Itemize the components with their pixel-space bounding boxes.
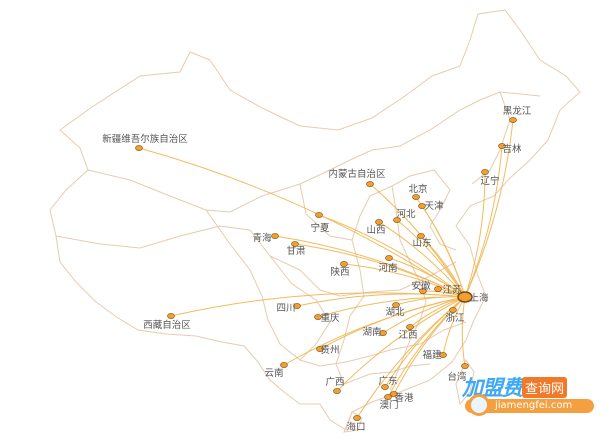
city-marker[interactable] [461, 363, 469, 369]
city-marker[interactable] [417, 233, 425, 239]
city-marker[interactable] [419, 288, 427, 294]
city-label: 湖北 [385, 307, 405, 318]
city-marker[interactable] [381, 384, 389, 390]
city-marker[interactable] [293, 303, 301, 309]
city-label: 辽宁 [480, 175, 499, 187]
city-label: 贵州 [320, 344, 339, 356]
city-label: 北京 [408, 183, 427, 195]
route-line [464, 145, 503, 298]
city-marker[interactable] [333, 388, 341, 394]
city-label: 广西 [325, 376, 344, 388]
city-marker[interactable] [449, 307, 457, 313]
city-label: 陕西 [330, 266, 349, 278]
city-label: 新疆维吾尔族自治区 [102, 133, 188, 145]
city-marker[interactable] [314, 314, 322, 320]
city-marker[interactable] [390, 391, 398, 397]
route-line [294, 243, 466, 298]
city-label: 广东 [378, 375, 397, 387]
city-marker[interactable] [291, 241, 299, 247]
route-line [296, 293, 466, 307]
route-line [283, 296, 466, 366]
route-line [388, 257, 466, 298]
city-marker[interactable] [384, 394, 392, 400]
city-label: 天津 [424, 201, 444, 212]
watermark-url: jiamengfei.com [465, 399, 594, 413]
city-label: 山东 [412, 237, 431, 249]
city-label: 四川 [276, 303, 295, 314]
city-label: 黑龙江 [503, 105, 532, 117]
city-marker[interactable] [167, 313, 175, 319]
city-label: 江苏 [442, 284, 462, 296]
city-label: 香港 [394, 392, 414, 404]
city-marker[interactable] [375, 219, 383, 225]
city-label: 内蒙古自治区 [328, 168, 386, 180]
city-label: 山西 [366, 225, 385, 236]
city-marker[interactable] [406, 324, 414, 330]
route-line [461, 296, 466, 367]
city-label: 安徽 [411, 280, 431, 292]
city-marker[interactable] [434, 286, 442, 292]
city-marker[interactable] [509, 117, 517, 123]
city-label: 河北 [396, 208, 416, 220]
route-line [464, 119, 514, 298]
watermark-tag: 查询网 [522, 377, 568, 398]
city-marker[interactable] [457, 291, 473, 303]
city-marker[interactable] [498, 143, 506, 149]
magnifier-icon [468, 394, 490, 416]
route-line [343, 263, 466, 298]
route-line [387, 296, 466, 398]
city-label: 福建 [422, 349, 442, 361]
city-marker[interactable] [439, 352, 447, 358]
city-marker[interactable] [385, 255, 393, 261]
city-marker[interactable] [393, 217, 401, 223]
city-marker[interactable] [280, 362, 288, 368]
city-marker[interactable] [353, 415, 361, 421]
route-line [336, 296, 466, 392]
route-line [382, 296, 466, 334]
city-label: 台湾 [447, 371, 467, 383]
route-line [317, 296, 466, 318]
city-marker[interactable] [412, 194, 420, 200]
city-marker[interactable] [135, 145, 143, 151]
city-marker[interactable] [271, 233, 279, 239]
route-line [464, 171, 486, 298]
city-marker[interactable] [481, 169, 489, 175]
route-line [420, 235, 466, 298]
city-label: 浙江 [445, 312, 465, 324]
city-marker[interactable] [315, 212, 323, 218]
country-outline [49, 9, 581, 431]
city-label: 宁夏 [310, 222, 330, 234]
route-line [378, 221, 466, 298]
city-label: 上海 [469, 292, 489, 304]
city-marker[interactable] [379, 330, 387, 336]
city-marker[interactable] [316, 346, 324, 352]
route-line [318, 214, 466, 298]
city-label: 甘肃 [286, 245, 305, 257]
city-marker[interactable] [340, 261, 348, 267]
city-label: 云南 [264, 367, 283, 379]
city-label: 江西 [398, 330, 417, 341]
city-label: 河南 [378, 262, 397, 274]
city-label: 澳门 [379, 399, 398, 411]
route-line [138, 147, 466, 298]
city-label: 吉林 [502, 143, 522, 155]
city-label: 青海 [252, 232, 272, 244]
city-label: 湖南 [362, 326, 381, 338]
watermark-logo: 加盟费 查询网 jiamengfei.com [462, 372, 598, 434]
route-line [396, 219, 466, 298]
city-label: 西藏自治区 [143, 319, 191, 331]
city-marker[interactable] [366, 181, 374, 187]
city-label: 海口 [346, 421, 365, 433]
city-label: 重庆 [320, 312, 340, 324]
route-line [421, 205, 466, 298]
city-marker[interactable] [392, 302, 400, 308]
city-marker[interactable] [418, 203, 426, 209]
